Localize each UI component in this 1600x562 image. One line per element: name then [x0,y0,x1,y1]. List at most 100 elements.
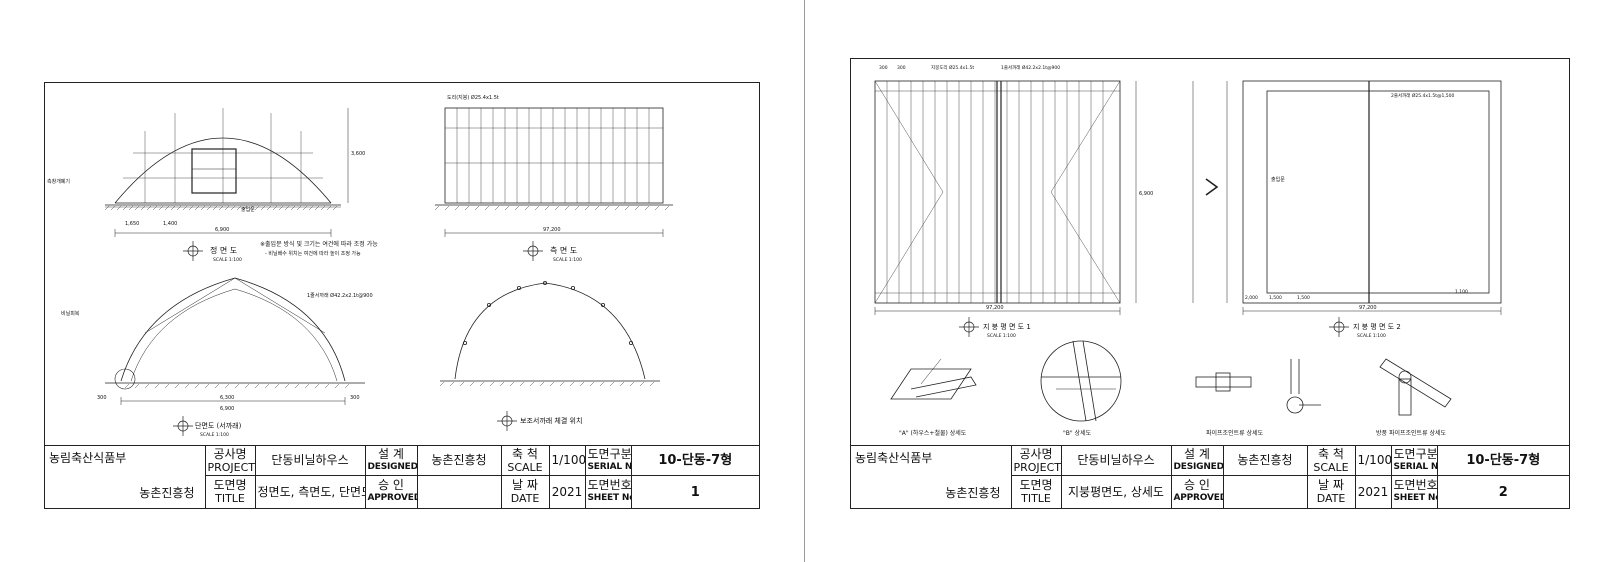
org-ministry: 농림축산식품부 [855,451,933,465]
sheet-1-drawing-area: 정 면 도 SCALE 1:100 측 면 도 SCALE 1:100 단면도 … [45,83,759,445]
label-rafter: 1줄서까래 Ø42.2x2.1t@900 [307,292,373,299]
label-door-2: 출입문 [1271,176,1285,183]
label-vinyl: 비닐피복 [61,310,80,317]
label-rafter-2: 1줄서까래 Ø42.2x2.1t@900 [1001,64,1060,71]
brace-title: 보조서까래 체결 위치 [520,416,582,425]
label-gutter: 측창개폐기 [47,178,70,185]
dim-left-300: 300 [97,395,107,401]
designed-value: 농촌진흥청 [1222,446,1308,477]
page-divider [804,0,805,562]
title-value: 정면도, 측면도, 단면도 [254,475,366,508]
dim-plan2-d: 1,100 [1455,289,1468,295]
detail-c-title: 파이프조인트류 상세도 [1206,429,1264,437]
front-elevation [104,108,349,237]
dim-top-300b: 300 [897,65,906,71]
front-scale: SCALE 1:100 [213,257,242,263]
title-value: 지붕평면도, 상세도 [1060,475,1172,508]
dim-section-width: 6,900 [220,406,234,412]
detail-b [1040,340,1122,422]
detail-a [890,358,977,400]
dim-front-half2: 1,400 [163,221,177,227]
org-ministry: 농림축산식품부 [49,451,127,465]
sheet-value: 2 [1436,475,1569,508]
label-purlin-2: 지붕도리 Ø25.4x1.5t [931,64,974,71]
approved-value [416,475,502,508]
plan1-title: 지 붕 평 면 도 1 [983,322,1031,331]
dim-plan2-a: 2,000 [1245,295,1258,301]
dim-right-300: 300 [350,395,360,401]
note-2: - 비닐배수 위치는 여건에 따라 높이 조정 가능 [265,250,361,257]
serial-value: 10-단동-7형 [630,446,759,477]
side-elevation [434,107,673,237]
detail-a-title: "A" (하우스+철물) 상세도 [899,429,967,437]
label-door: 출입문 [241,206,255,213]
plan2-scale: SCALE 1:100 [1357,333,1386,339]
org-rda: 농촌진흥청 [945,486,1001,500]
dim-plan-width: 6,900 [1139,191,1153,197]
detail-b-title: "B" 상세도 [1063,429,1092,437]
section-scale: SCALE 1:100 [200,432,229,438]
roof-plan-2 [1192,80,1502,315]
drawing-sheet-2: 지 붕 평 면 도 1 SCALE 1:100 지 붕 평 면 도 2 SCAL… [850,58,1570,509]
label-purlin: 도리(지붕) Ø25.4x1.5t [447,94,499,101]
sheet-1-drawings-svg: 정 면 도 SCALE 1:100 측 면 도 SCALE 1:100 단면도 … [47,94,673,438]
title-markers [173,241,543,436]
serial-value: 10-단동-7형 [1436,446,1569,477]
scale-value: 1/100 [548,446,586,477]
scale-value: 1/100 [1354,446,1392,477]
dim-front-half1: 1,650 [125,221,139,227]
date-value: 2021 [1354,475,1392,508]
front-title: 정 면 도 [210,245,237,255]
detail-d-title: 방풍 파이프조인트류 상세도 [1376,429,1447,437]
dim-top-300a: 300 [879,65,888,71]
dim-plan-length: 97,200 [986,305,1004,311]
drawing-sheet-1: 정 면 도 SCALE 1:100 측 면 도 SCALE 1:100 단면도 … [44,82,760,509]
date-value: 2021 [548,475,586,508]
dim-plan2-b: 1,500 [1269,295,1282,301]
note-1: ※출입문 방식 및 크기는 여건에 따라 조정 가능 [260,240,378,248]
title-markers-2 [959,317,1349,337]
section-title: 단면도 (서까래) [195,421,242,430]
sheet-2-drawings-svg: 지 붕 평 면 도 1 SCALE 1:100 지 붕 평 면 도 2 SCAL… [874,64,1502,437]
dim-section-inner: 6,300 [220,395,234,401]
dim-plan2-length: 97,200 [1359,305,1377,311]
plan1-scale: SCALE 1:100 [987,333,1016,339]
project-value: 단동비닐하우스 [1060,446,1172,477]
dim-side-length: 97,200 [543,227,561,233]
sheet-2-drawing-area: 지 붕 평 면 도 1 SCALE 1:100 지 붕 평 면 도 2 SCAL… [851,59,1569,445]
section-view [105,277,365,405]
dim-front-height: 3,600 [351,151,365,157]
approved-value [1222,475,1308,508]
detail-c [1195,359,1321,414]
dim-plan2-c: 1,500 [1297,295,1310,301]
project-value: 단동비닐하우스 [254,446,366,477]
plan2-title: 지 붕 평 면 도 2 [1353,322,1401,331]
detail-d [1379,358,1452,416]
brace-location-view [439,280,660,387]
sheet-value: 1 [630,475,759,508]
org-rda: 농촌진흥청 [139,486,195,500]
dim-front-width: 6,900 [215,227,229,233]
designed-value: 농촌진흥청 [416,446,502,477]
side-scale: SCALE 1:100 [553,257,582,263]
roof-plan-1 [874,80,1137,315]
